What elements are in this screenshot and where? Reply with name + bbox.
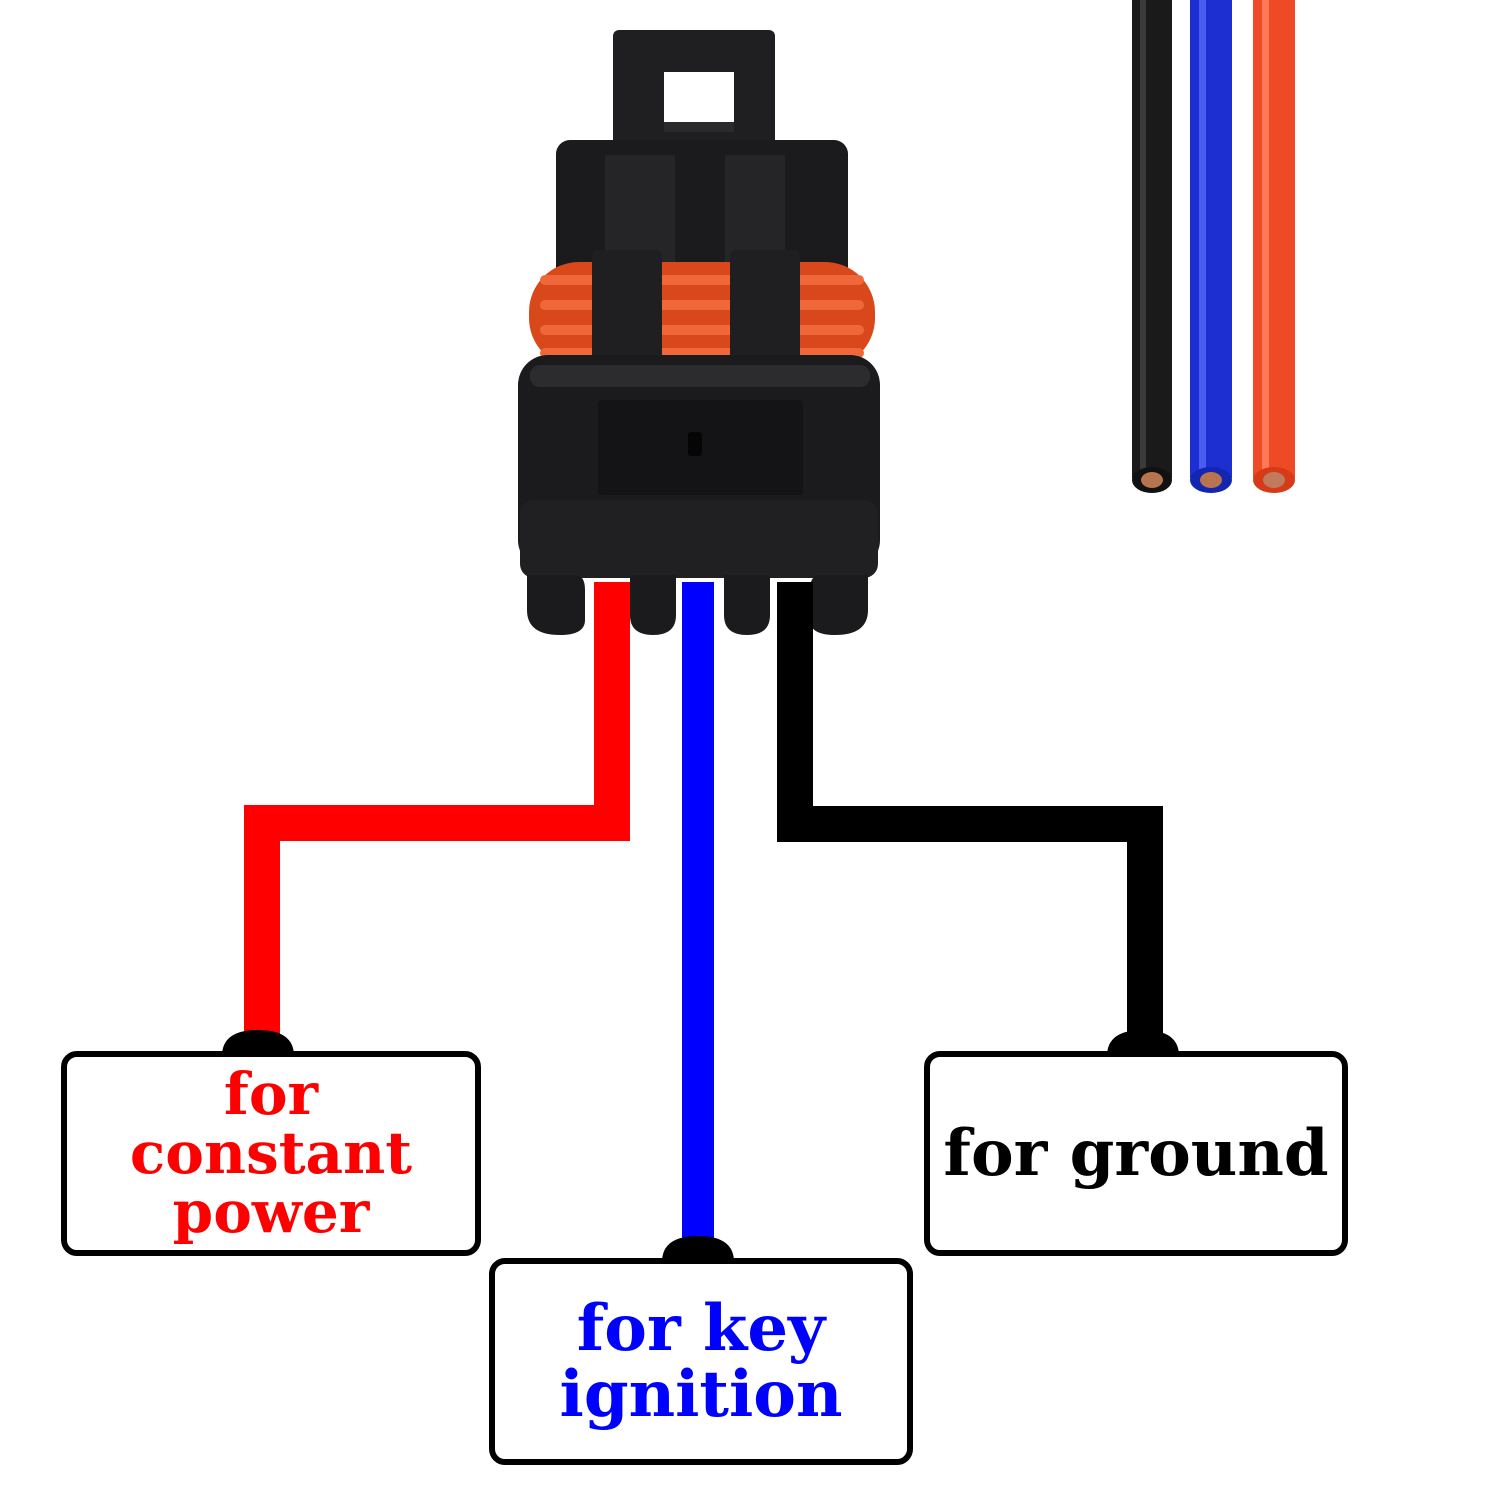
constant-power-label: for constant power	[129, 1059, 413, 1247]
ground-junction-dot	[1107, 1030, 1179, 1056]
sample-wire-blue	[1190, 0, 1232, 493]
sample-wire-black	[1132, 0, 1172, 493]
wire-samples-icon	[1132, 0, 1295, 493]
ground-wire	[777, 582, 1163, 1045]
sample-wire-red	[1253, 0, 1295, 493]
constant-power-wire	[244, 582, 630, 1045]
connector-plug-icon	[518, 30, 880, 635]
key-ignition-junction-dot	[662, 1236, 734, 1262]
key-ignition-label: for key ignition	[559, 1291, 843, 1432]
ground-label: for ground	[943, 1115, 1329, 1191]
constant-power-label-box: for constant power	[61, 1051, 481, 1256]
constant-power-junction-dot	[222, 1030, 294, 1056]
key-ignition-label-box: for key ignition	[489, 1258, 913, 1465]
ground-label-box: for ground	[924, 1051, 1348, 1256]
